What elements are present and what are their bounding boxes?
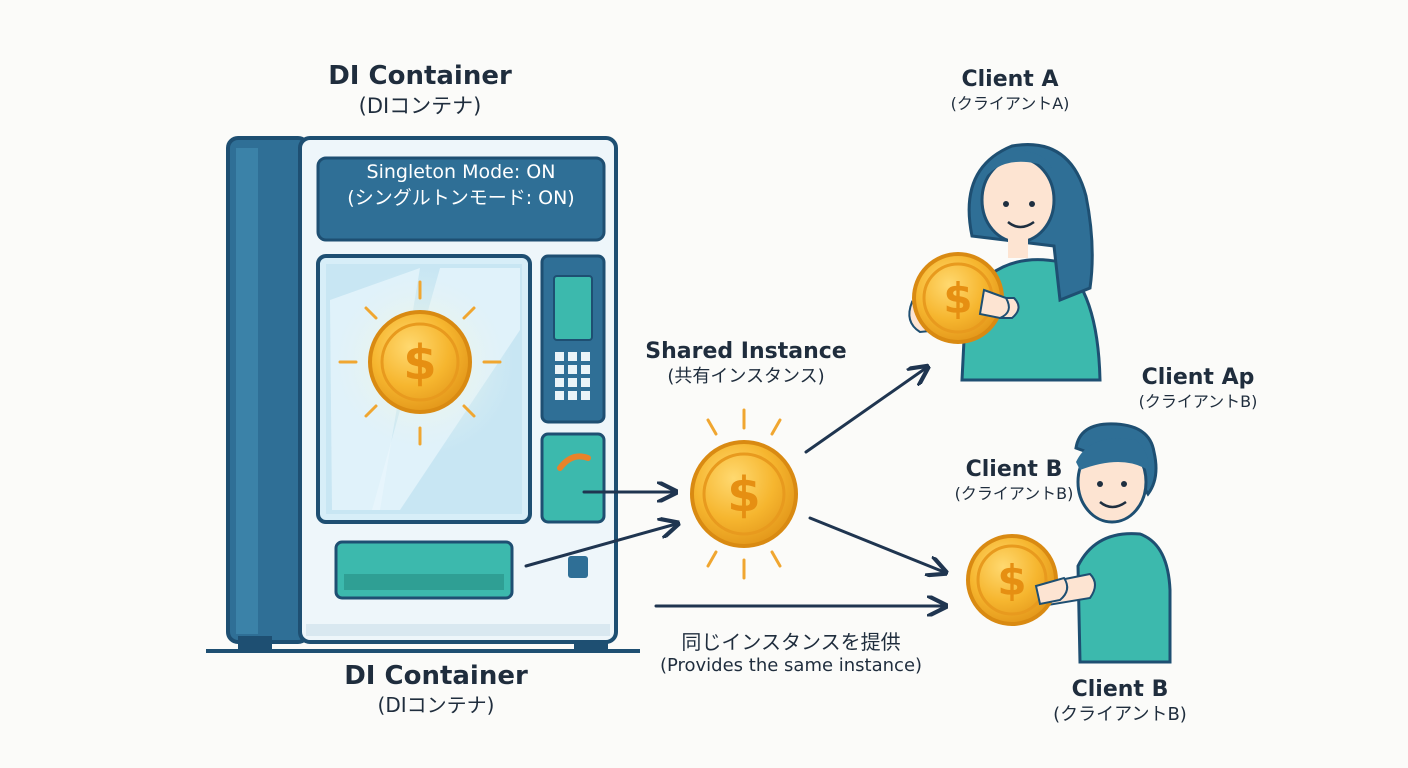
coin-slot-panel: [540, 432, 606, 524]
shared-instance-subtitle: (共有インスタンス): [667, 365, 825, 387]
arrow-tray-to-coin: [524, 524, 676, 568]
inner-coin-rays: [338, 280, 502, 446]
container-top-subtitle: (DIコンテナ): [358, 93, 482, 118]
provides-ja: 同じインスタンスを提供: [681, 630, 901, 654]
client-b-figure: [1038, 422, 1172, 664]
client-b-coin-symbol: $: [997, 556, 1026, 605]
container-bottom-title: DI Container: [344, 661, 528, 691]
arrow-coin-to-client-a: [804, 368, 926, 454]
keypad: [555, 352, 590, 400]
shared-instance-title: Shared Instance: [645, 339, 847, 364]
client-b-bottom-subtitle: (クライアントB): [1053, 703, 1187, 725]
client-a-coin: [912, 252, 1010, 344]
client-b-mid-title: Client B: [965, 457, 1063, 482]
client-b-bottom-label: Client B (クライアントB): [1020, 676, 1220, 726]
container-bottom-label: DI Container (DIコンテナ): [306, 660, 566, 718]
machine-screen: [316, 156, 606, 242]
shared-coin-rays: [706, 408, 782, 580]
client-a-title: Client A: [961, 67, 1059, 92]
shared-coin: [690, 440, 798, 548]
client-a-subtitle: (クライアントA): [950, 93, 1070, 113]
client-a-label: Client A (クライアントA): [910, 66, 1110, 114]
flow-arrows: [524, 368, 944, 606]
container-top-title: DI Container: [328, 61, 512, 91]
client-b-mid-label: Client B (クライアントB): [914, 456, 1114, 504]
arrow-coin-to-client-b: [808, 516, 944, 572]
client-a-coin-symbol: $: [943, 274, 972, 323]
container-top-label: DI Container (DIコンテナ): [290, 60, 550, 119]
machine-screen-text: Singleton Mode: ON (シングルトンモード: ON): [318, 160, 604, 211]
screen-line-2: (シングルトンモード: ON): [347, 186, 575, 209]
vending-machine: [206, 136, 640, 653]
client-b-mid-subtitle: (クライアントB): [954, 483, 1074, 503]
provides-en: (Provides the same instance): [659, 655, 923, 676]
inner-coin-symbol: $: [403, 335, 436, 391]
provides-label: 同じインスタンスを提供 (Provides the same instance): [616, 630, 966, 678]
client-b-bottom-title: Client B: [1071, 677, 1169, 702]
inner-coin: [368, 310, 472, 414]
client-ap-subtitle: (クライアントB): [1138, 391, 1258, 411]
client-b-coin: [966, 534, 1069, 626]
shared-instance-label: Shared Instance (共有インスタンス): [626, 338, 866, 388]
client-ap-title: Client Ap: [1141, 365, 1255, 390]
screen-line-1: Singleton Mode: ON: [366, 161, 556, 183]
client-ap-label: Client Ap (クライアントB): [1098, 364, 1298, 412]
shared-coin-symbol: $: [727, 467, 760, 523]
container-bottom-subtitle: (DIコンテナ): [377, 692, 495, 717]
